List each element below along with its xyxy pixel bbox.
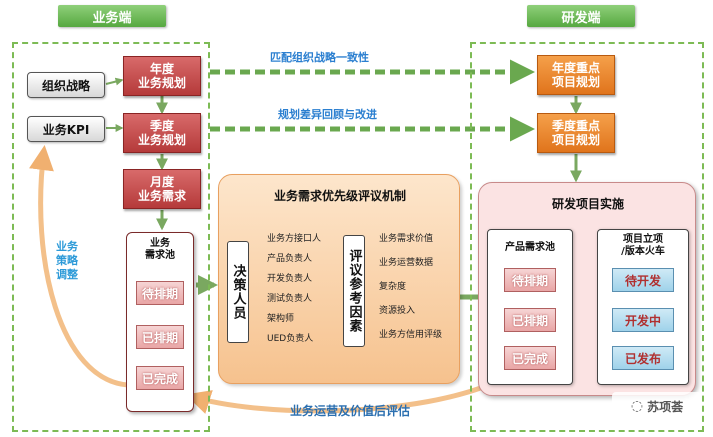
review-label: 规划差异回顾与改进 [278, 108, 377, 121]
business-demand-pool: 业务 需求池 待排期 已排期 已完成 [126, 232, 194, 412]
factor-item: 业务需求价值 [379, 234, 434, 244]
deciders-label: 决策人员 [227, 241, 249, 343]
decider-item: 开发负责人 [267, 274, 313, 284]
decider-item: 测试负责人 [267, 294, 313, 304]
product-item-scheduled: 已排期 [504, 308, 556, 332]
business-pool-title: 业务 需求池 [145, 238, 175, 261]
org-arrow [105, 77, 124, 86]
factors-label: 评议参考因素 [343, 235, 365, 347]
quarterly-plan-box: 季度 业务规划 [123, 113, 201, 153]
decider-item: 产品负责人 [267, 254, 313, 264]
factor-item: 业务方信用评级 [379, 330, 443, 340]
watermark: ◌ 苏项荟 [612, 392, 702, 420]
deciders-list: 业务方接口人 产品负责人 开发负责人 测试负责人 架构师 UED负责人 [267, 231, 347, 351]
wechat-icon: ◌ [630, 398, 644, 414]
business-header: 业务端 [58, 5, 166, 27]
monthly-demand-box: 月度 业务需求 [123, 169, 201, 209]
biz-kpi-box: 业务KPI [27, 116, 105, 142]
release-item-inprogress: 开发中 [612, 308, 674, 332]
watermark-text: 苏项荟 [647, 399, 684, 414]
factor-item: 业务运营数据 [379, 258, 434, 268]
pool-item-done: 已完成 [136, 366, 184, 390]
rd-header: 研发端 [527, 5, 635, 27]
align-label: 匹配组织战略一致性 [270, 51, 369, 64]
mechanism-title: 业务需求优先级评议机制 [273, 189, 406, 203]
product-item-done: 已完成 [504, 346, 556, 370]
feedback-curve-left [29, 145, 129, 388]
decider-item: 架构师 [267, 314, 295, 324]
decider-item: 业务方接口人 [267, 234, 322, 244]
release-item-todo: 待开发 [612, 268, 674, 292]
business-region [12, 42, 210, 432]
product-item-pending: 待排期 [504, 268, 556, 292]
rd-quarterly-plan-box: 季度重点 项目规划 [537, 113, 615, 153]
strategy-adjust-label: 业务 策略 调整 [56, 240, 78, 281]
feedback-curve-bottom [185, 377, 502, 414]
annual-plan-box: 年度 业务规划 [123, 56, 201, 96]
rd-annual-plan-box: 年度重点 项目规划 [537, 55, 615, 95]
product-pool-title: 产品需求池 [505, 242, 555, 253]
priority-mechanism: 业务需求优先级评议机制 决策人员 业务方接口人 产品负责人 开发负责人 测试负责… [218, 174, 460, 384]
factors-list: 业务需求价值 业务运营数据 复杂度 资源投入 业务方信用评级 [379, 231, 461, 351]
org-strategy-box: 组织战略 [27, 72, 105, 98]
pool-item-pending: 待排期 [136, 281, 184, 305]
decider-item: UED负责人 [267, 334, 314, 344]
post-evaluation-label: 业务运营及价值后评估 [289, 404, 410, 418]
release-train: 项目立项 /版本火车 待开发 开发中 已发布 [597, 229, 689, 385]
release-item-released: 已发布 [612, 346, 674, 370]
pool-item-scheduled: 已排期 [136, 325, 184, 349]
product-demand-pool: 产品需求池 待排期 已排期 已完成 [487, 229, 573, 385]
release-title: 项目立项 /版本火车 [621, 234, 665, 257]
rd-impl-title: 研发项目实施 [551, 197, 624, 211]
factor-item: 资源投入 [379, 306, 416, 316]
rd-implementation: 研发项目实施 产品需求池 待排期 已排期 已完成 项目立项 /版本火车 待开发 … [478, 182, 696, 396]
rd-region [470, 42, 704, 432]
factor-item: 复杂度 [379, 282, 407, 292]
